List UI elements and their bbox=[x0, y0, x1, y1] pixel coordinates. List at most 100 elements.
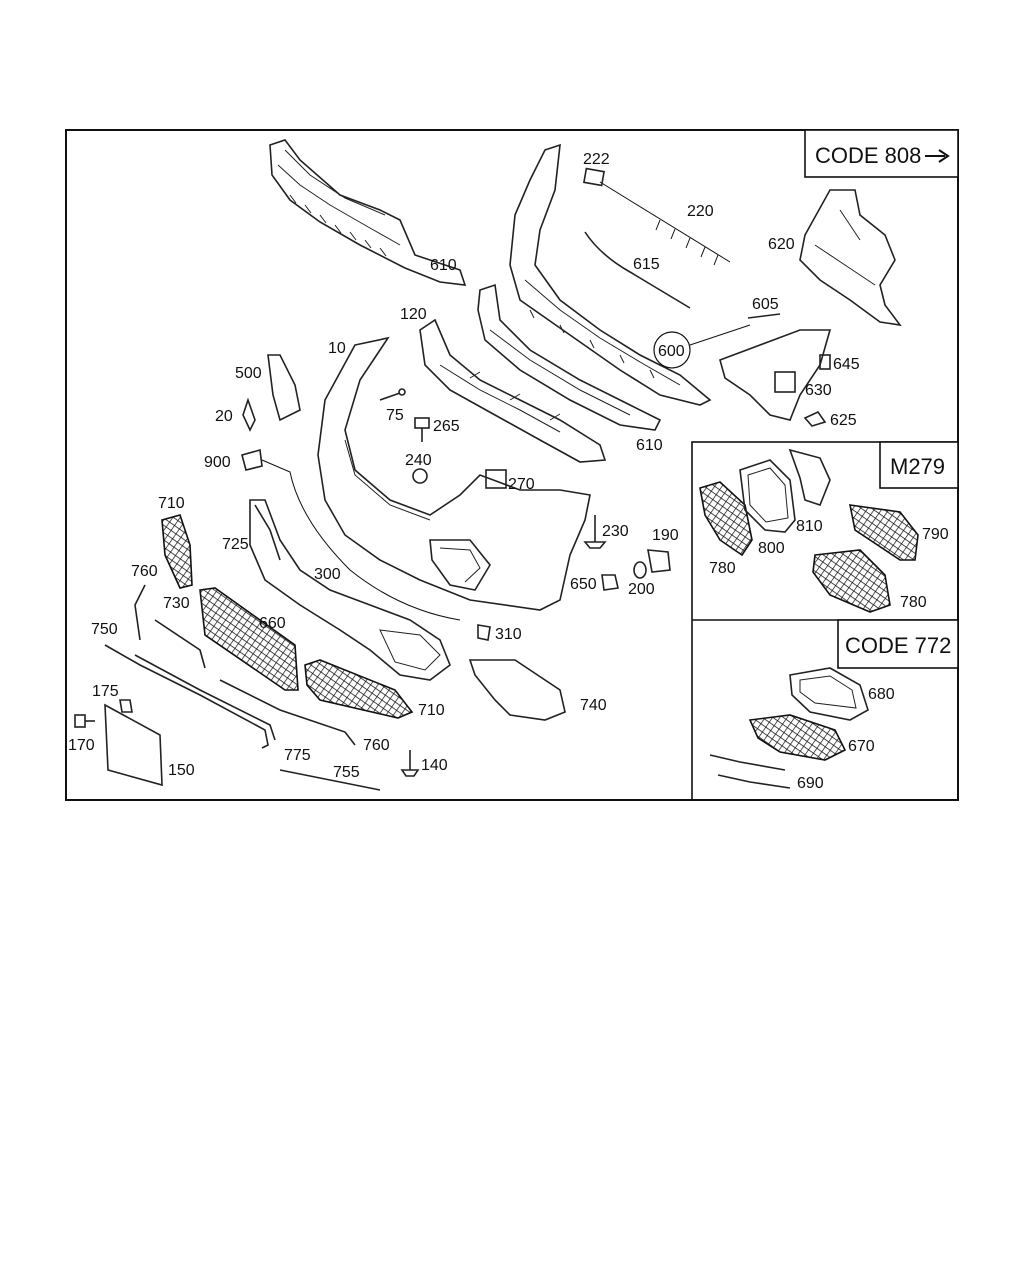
arrow-right-icon bbox=[925, 149, 950, 163]
part-600-lead bbox=[689, 324, 751, 346]
label-10: 10 bbox=[328, 340, 346, 357]
part-222-clip bbox=[582, 167, 606, 187]
code-808-label: CODE 808 bbox=[815, 143, 921, 168]
label-220: 220 bbox=[687, 203, 714, 220]
part-10-bumper-cover bbox=[317, 336, 591, 611]
label-660: 660 bbox=[259, 615, 286, 632]
part-175-clip bbox=[119, 699, 133, 713]
label-610-upper: 610 bbox=[430, 257, 457, 274]
label-775: 775 bbox=[284, 747, 311, 764]
label-600: 600 bbox=[658, 343, 685, 360]
label-300: 300 bbox=[314, 566, 341, 583]
part-300-lower-bumper bbox=[249, 499, 451, 681]
label-900: 900 bbox=[204, 454, 231, 471]
part-170-screw bbox=[74, 714, 95, 728]
part-150-plate bbox=[104, 703, 163, 787]
label-270: 270 bbox=[508, 476, 535, 493]
part-200-ring bbox=[633, 561, 647, 579]
part-220-wire bbox=[599, 181, 731, 266]
part-240-nut bbox=[412, 468, 428, 484]
part-710-left-grille bbox=[161, 514, 193, 589]
label-710-left: 710 bbox=[158, 495, 185, 512]
label-800: 800 bbox=[758, 540, 785, 557]
part-625-nut bbox=[803, 410, 827, 427]
label-75: 75 bbox=[386, 407, 404, 424]
part-265-bolt bbox=[414, 417, 430, 442]
label-760-right: 760 bbox=[363, 737, 390, 754]
label-230: 230 bbox=[602, 523, 629, 540]
part-75-screw bbox=[379, 392, 401, 401]
part-610-upper bbox=[269, 139, 467, 286]
code-772-box bbox=[837, 619, 959, 669]
part-270-pad bbox=[485, 469, 507, 489]
label-810: 810 bbox=[796, 518, 823, 535]
code-808-box bbox=[804, 129, 959, 178]
label-170: 170 bbox=[68, 737, 95, 754]
part-780-left-grille bbox=[699, 481, 753, 557]
part-310-clip bbox=[477, 624, 491, 641]
label-265: 265 bbox=[433, 418, 460, 435]
part-120-beam bbox=[419, 318, 607, 463]
part-645-clip bbox=[819, 354, 831, 370]
label-780-right: 780 bbox=[900, 594, 927, 611]
label-120: 120 bbox=[400, 306, 427, 323]
part-20-clip bbox=[242, 397, 256, 432]
code-772-label: CODE 772 bbox=[845, 633, 951, 658]
label-222: 222 bbox=[583, 151, 610, 168]
part-780-right-grille bbox=[812, 549, 891, 613]
part-600-beam bbox=[509, 143, 712, 406]
part-750-strip bbox=[104, 644, 269, 749]
part-730-trim bbox=[154, 619, 206, 669]
label-150: 150 bbox=[168, 762, 195, 779]
label-725: 725 bbox=[222, 536, 249, 553]
part-900-sensor bbox=[241, 448, 263, 471]
label-755: 755 bbox=[333, 764, 360, 781]
part-810-duct bbox=[788, 448, 831, 506]
part-690-strip-upper bbox=[709, 754, 786, 771]
part-660-grille bbox=[199, 587, 299, 691]
label-630: 630 bbox=[805, 382, 832, 399]
part-690-strip-lower bbox=[717, 774, 791, 789]
label-710-center: 710 bbox=[418, 702, 445, 719]
label-240: 240 bbox=[405, 452, 432, 469]
part-900-wire bbox=[261, 459, 461, 621]
label-625: 625 bbox=[830, 412, 857, 429]
label-650: 650 bbox=[570, 576, 597, 593]
label-175: 175 bbox=[92, 683, 119, 700]
label-20: 20 bbox=[215, 408, 233, 425]
part-605-strip bbox=[747, 313, 781, 319]
label-760-left: 760 bbox=[131, 563, 158, 580]
part-760-right-trim bbox=[219, 679, 356, 746]
diagram-frame bbox=[65, 129, 959, 801]
label-190: 190 bbox=[652, 527, 679, 544]
part-755-strip bbox=[279, 769, 381, 791]
label-780-left: 780 bbox=[709, 560, 736, 577]
part-680-frame-inner bbox=[799, 675, 857, 709]
part-670-grille bbox=[748, 714, 847, 761]
label-690: 690 bbox=[797, 775, 824, 792]
label-670: 670 bbox=[848, 738, 875, 755]
label-500: 500 bbox=[235, 365, 262, 382]
part-630-bracket bbox=[719, 329, 832, 421]
part-740-trim bbox=[468, 659, 566, 721]
m279-box bbox=[879, 441, 959, 489]
part-760-left-trim bbox=[134, 584, 146, 641]
part-800-frame-inner bbox=[747, 467, 789, 523]
part-800-frame bbox=[739, 459, 796, 533]
label-620: 620 bbox=[768, 236, 795, 253]
label-615: 615 bbox=[633, 256, 660, 273]
label-200: 200 bbox=[628, 581, 655, 598]
label-730: 730 bbox=[163, 595, 190, 612]
label-645: 645 bbox=[833, 356, 860, 373]
label-310: 310 bbox=[495, 626, 522, 643]
part-500-duct bbox=[267, 354, 301, 422]
part-680-frame bbox=[789, 667, 869, 721]
part-710-center-grille bbox=[304, 659, 414, 719]
part-650-holder bbox=[601, 574, 619, 591]
part-790-grille bbox=[848, 504, 919, 561]
part-140-rivet bbox=[400, 750, 420, 777]
part-600-callout-circle bbox=[653, 331, 691, 369]
label-790: 790 bbox=[922, 526, 949, 543]
part-615-strip bbox=[584, 231, 691, 309]
